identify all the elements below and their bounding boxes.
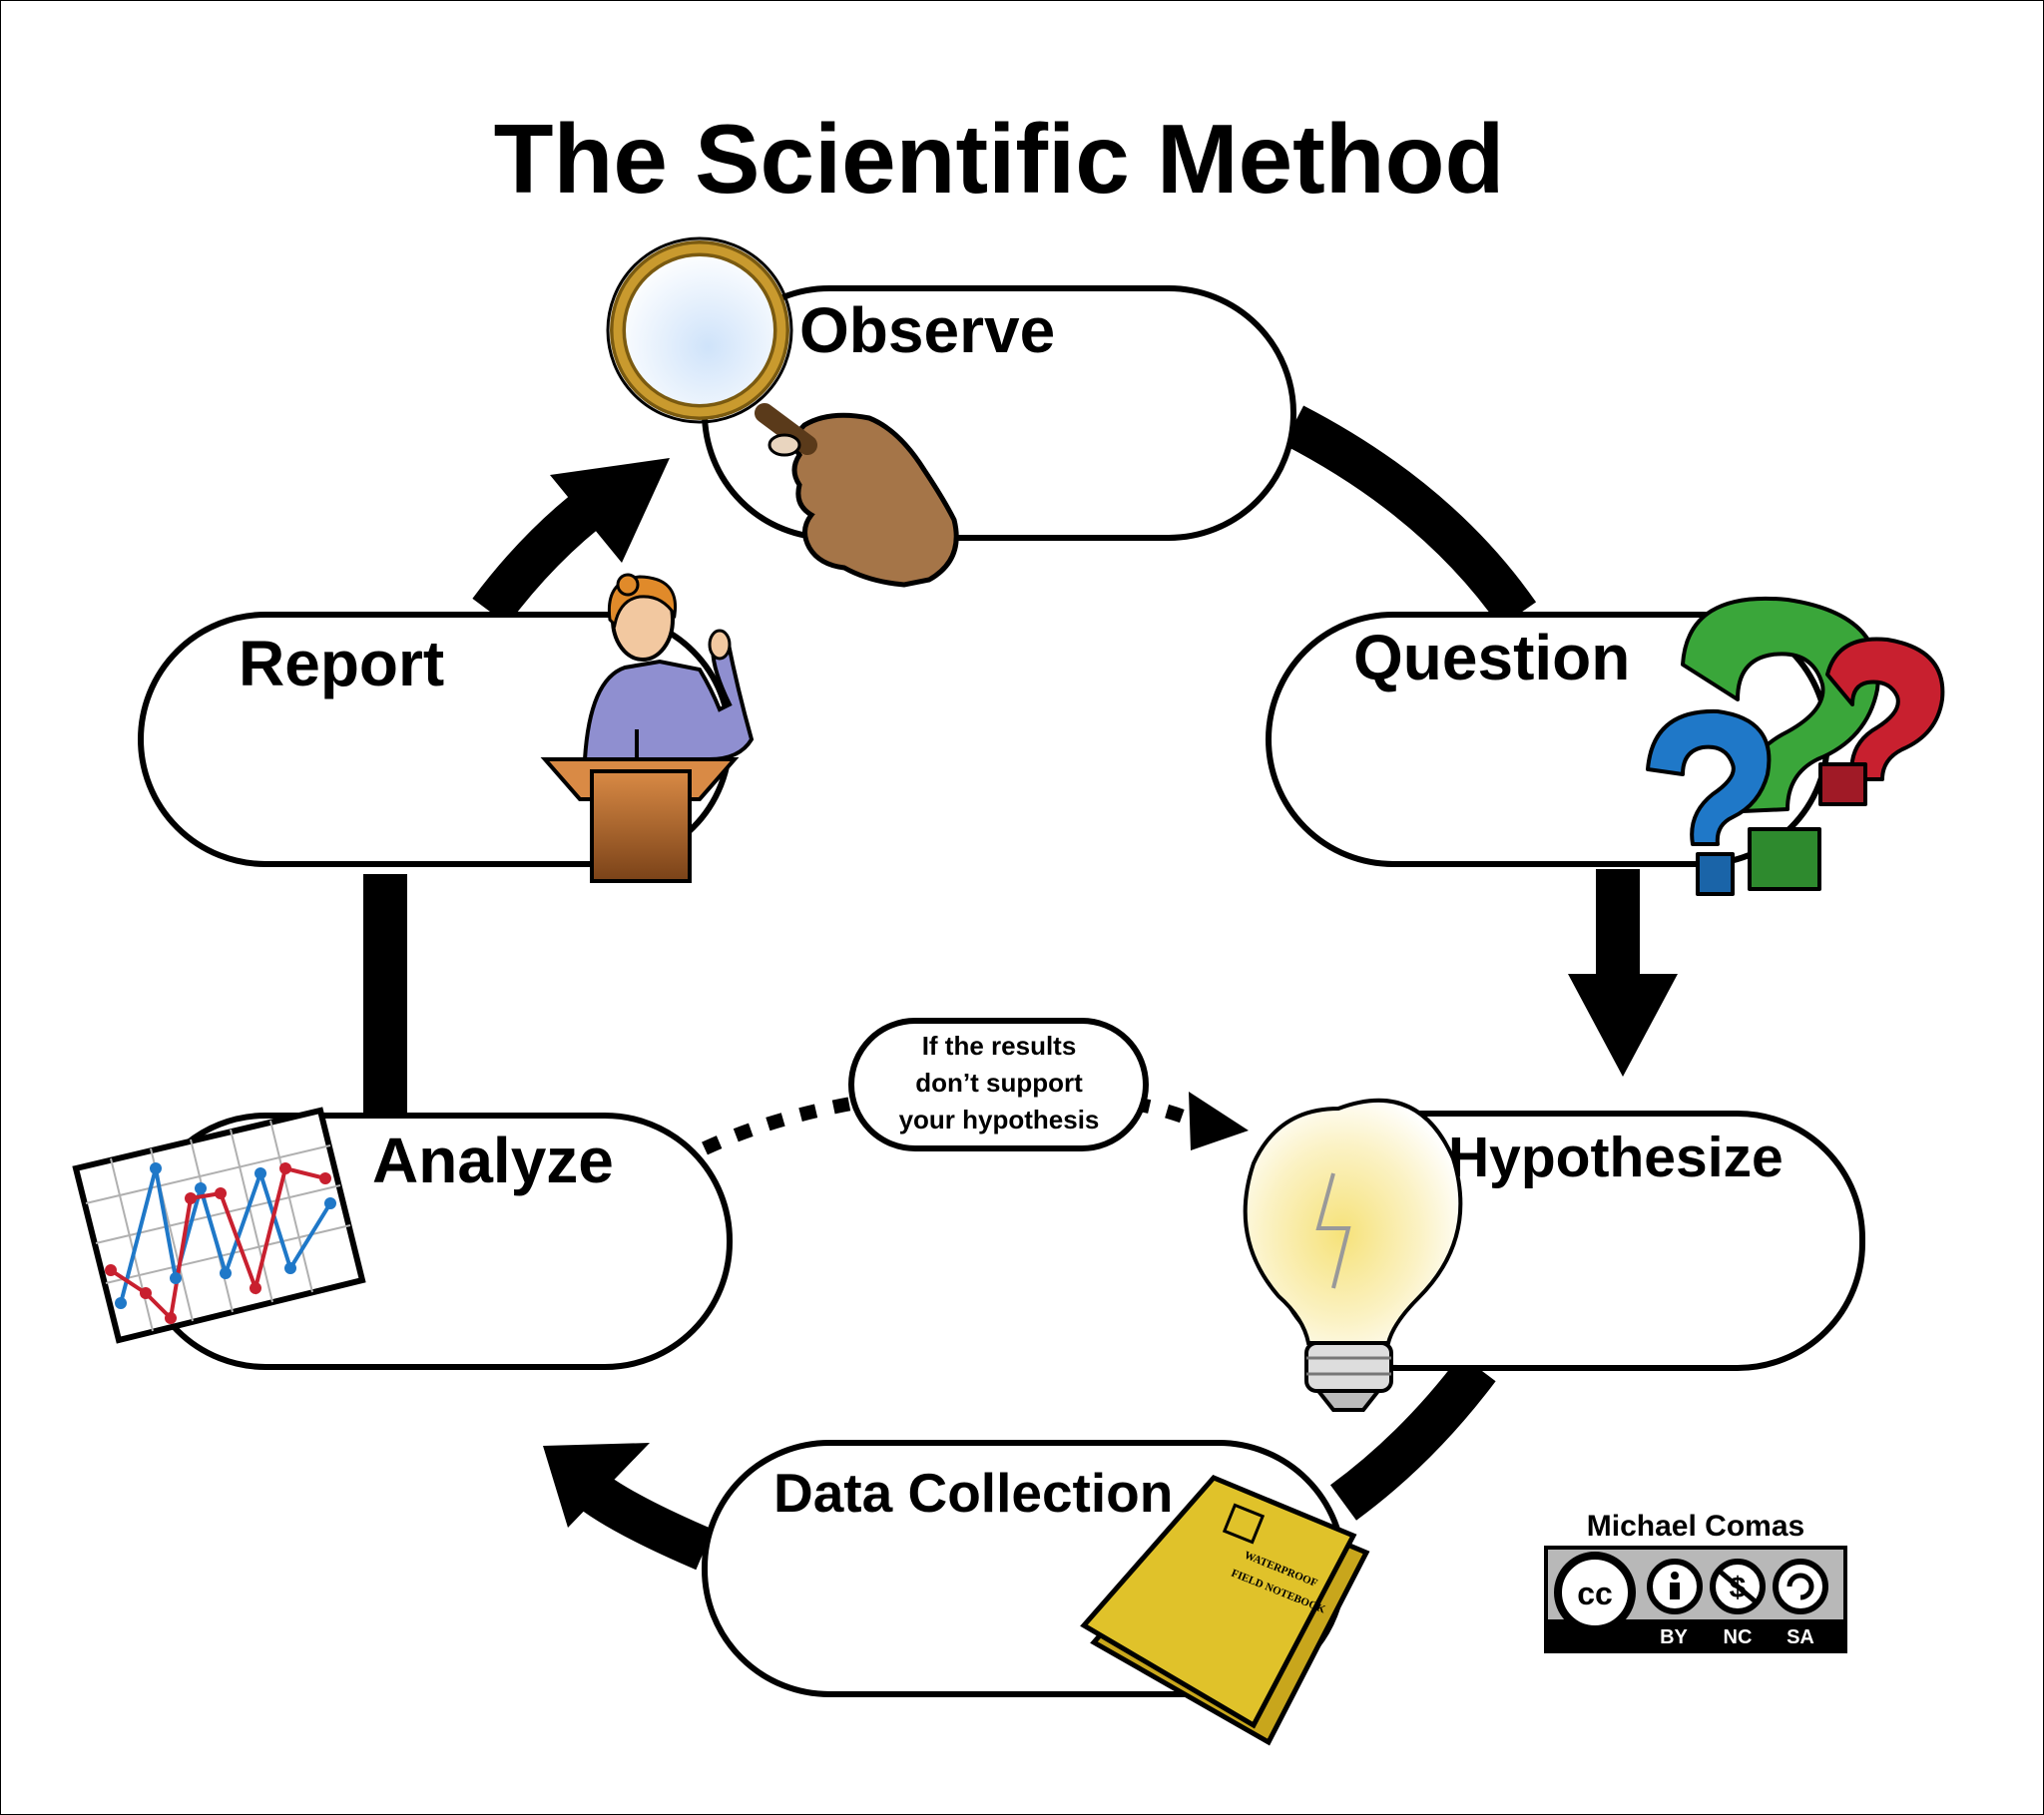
step-question-label: Question <box>1353 622 1630 693</box>
arrowhead-to-observe <box>550 458 670 563</box>
cc-icon: cc <box>1577 1576 1613 1611</box>
step-report-label: Report <box>239 628 444 699</box>
connector-report-observe <box>472 482 614 626</box>
step-data-collection-label: Data Collection <box>773 1462 1173 1524</box>
step-analyze-label: Analyze <box>372 1125 614 1196</box>
arrowhead-to-hypothesize <box>1568 974 1678 1077</box>
feedback-note-line-1: If the results <box>922 1031 1077 1061</box>
speaker-podium-icon <box>540 573 755 883</box>
arrowhead-to-analyze <box>543 1443 650 1528</box>
connector-hypothesize-data <box>1329 1354 1496 1521</box>
notebook-icon: WATERPROOF FIELD NOTEBOOK <box>1080 1475 1370 1746</box>
step-hypothesize-label: Hypothesize <box>1448 1126 1784 1189</box>
license-tag-by: BY <box>1660 1626 1688 1648</box>
step-observe-label: Observe <box>799 294 1055 366</box>
cycle-connectors <box>363 405 1640 1571</box>
connector-observe-question <box>1282 405 1537 628</box>
by-person-icon <box>1671 1572 1679 1580</box>
author-credit: Michael Comas <box>1587 1510 1804 1543</box>
magnifier-hand-icon <box>606 236 959 588</box>
step-observe: Observe <box>702 285 1296 541</box>
feedback-note-line-3: your hypothesis <box>899 1105 1100 1134</box>
step-question: Question <box>1266 612 1830 867</box>
page-title: The Scientific Method <box>494 104 1505 214</box>
license-tag-sa: SA <box>1787 1626 1814 1648</box>
light-bulb-icon <box>1243 1098 1463 1412</box>
feedback-note: If the results don’t support your hypoth… <box>848 1018 1149 1151</box>
license-tag-nc: NC <box>1724 1626 1753 1648</box>
feedback-note-line-2: don’t support <box>915 1068 1083 1098</box>
connector-data-analyze <box>582 1474 714 1571</box>
sa-share-icon <box>1787 1573 1814 1600</box>
line-graph-icon <box>72 1107 366 1344</box>
question-marks-icon <box>1646 596 1945 896</box>
cc-license-badge: cc $ BY NC SA <box>1544 1546 1847 1653</box>
